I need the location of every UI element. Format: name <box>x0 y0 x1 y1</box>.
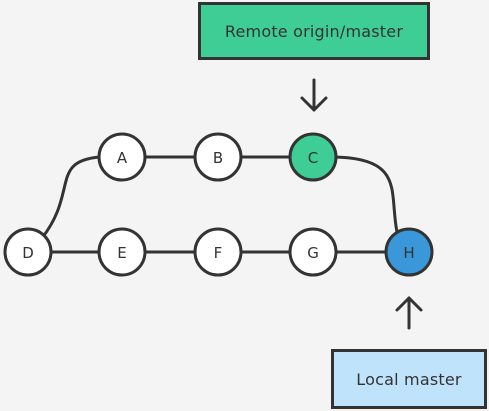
commit-circle-a <box>97 132 147 182</box>
commit-node-d: D <box>3 227 53 277</box>
edge-c-h <box>333 155 399 234</box>
arrows-layer <box>300 78 423 330</box>
commit-circle-c <box>288 132 338 182</box>
commit-node-b: B <box>193 132 243 182</box>
nodes-layer: A B C D E F G H <box>3 132 434 277</box>
commit-label-d: D <box>22 244 34 262</box>
commit-node-a: A <box>97 132 147 182</box>
commit-circle-b <box>193 132 243 182</box>
commit-label-b: B <box>213 149 223 167</box>
local-master-label: Local master <box>331 349 487 409</box>
edge-d-a <box>40 155 102 240</box>
commit-label-h: H <box>403 244 414 262</box>
commit-circle-f <box>193 227 243 277</box>
commit-node-e: E <box>97 227 147 277</box>
commit-label-a: A <box>117 149 128 167</box>
commit-label-c: C <box>308 149 318 167</box>
local-pointer-arrow <box>395 296 423 330</box>
commit-node-g: G <box>288 227 338 277</box>
commit-node-h: H <box>384 227 434 277</box>
commit-circle-g <box>288 227 338 277</box>
commit-label-g: G <box>307 244 319 262</box>
commit-label-e: E <box>117 244 126 262</box>
commit-label-f: F <box>214 244 223 262</box>
commit-circle-h <box>384 227 434 277</box>
commit-circle-d <box>3 227 53 277</box>
commit-node-f: F <box>193 227 243 277</box>
commit-node-c: C <box>288 132 338 182</box>
remote-origin-master-label: Remote origin/master <box>198 2 430 60</box>
commit-circle-e <box>97 227 147 277</box>
remote-pointer-arrow <box>300 78 328 112</box>
